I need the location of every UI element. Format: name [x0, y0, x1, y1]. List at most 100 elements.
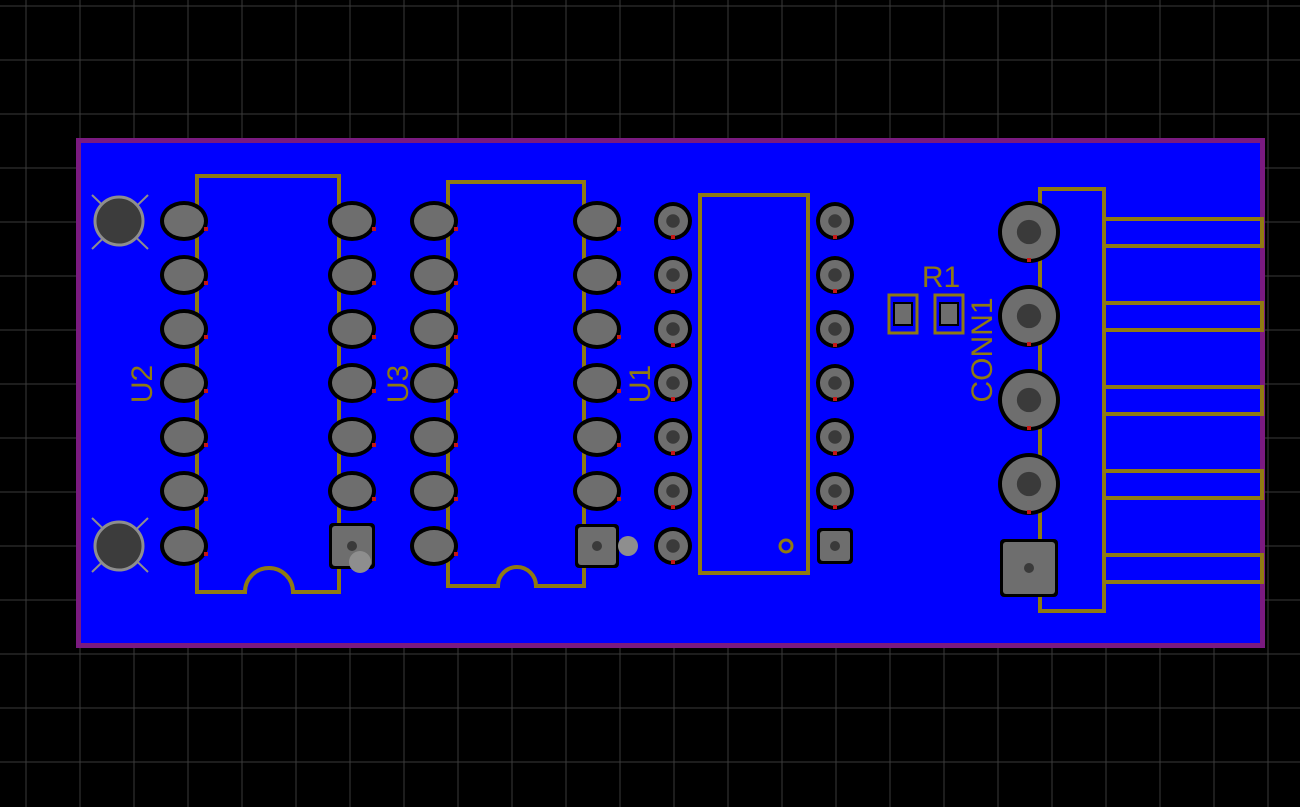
u3-pad-left-7[interactable]	[410, 526, 458, 566]
conn1-pads	[998, 201, 1060, 597]
drill-marker	[454, 497, 458, 501]
drill-marker	[617, 227, 621, 231]
u3-pad-right-1[interactable]	[573, 201, 621, 241]
drill-marker	[617, 443, 621, 447]
conn1-pad-2[interactable]	[998, 285, 1060, 347]
u3-pad-left-3[interactable]	[410, 309, 458, 349]
conn1-designator[interactable]: CONN1	[966, 297, 999, 402]
u3-pad-right-2[interactable]	[573, 255, 621, 295]
conn1-pad-1[interactable]	[998, 201, 1060, 263]
drill-marker	[372, 389, 376, 393]
u3-pad-right-4[interactable]	[573, 363, 621, 403]
drill-marker	[671, 289, 675, 293]
u1-pad-right-7[interactable]	[817, 528, 853, 564]
r1-pad-2[interactable]	[933, 293, 965, 335]
drill-marker	[1027, 510, 1031, 514]
u2-pad-right-2[interactable]	[328, 255, 376, 295]
drill-marker	[204, 552, 208, 556]
u1-pad-right-4[interactable]	[816, 364, 854, 402]
drill-marker	[372, 443, 376, 447]
u1-pad-right-6[interactable]	[816, 472, 854, 510]
u1-pad-right-3[interactable]	[816, 310, 854, 348]
u1-pad-left-5[interactable]	[654, 418, 692, 456]
u1-pads	[654, 202, 854, 565]
u2-pad-left-4[interactable]	[160, 363, 208, 403]
u2-pad-left-7[interactable]	[160, 526, 208, 566]
u3-pad-left-1[interactable]	[410, 201, 458, 241]
u2-pad-right-4[interactable]	[328, 363, 376, 403]
u2-pad-right-6[interactable]	[328, 471, 376, 511]
drill-marker	[833, 289, 837, 293]
drill-marker	[671, 451, 675, 455]
u2-pad-right-5[interactable]	[328, 417, 376, 457]
drill-marker	[1027, 258, 1031, 262]
drill-marker	[617, 335, 621, 339]
drill-marker	[204, 227, 208, 231]
r1-pad-1[interactable]	[887, 293, 919, 335]
drill-marker	[454, 443, 458, 447]
u1-pad-right-2[interactable]	[816, 256, 854, 294]
r1-pad-1-copper	[893, 302, 913, 326]
u1-pad-left-6[interactable]	[654, 472, 692, 510]
drill-marker	[833, 451, 837, 455]
u2-pad-left-3[interactable]	[160, 309, 208, 349]
drill-marker	[833, 397, 837, 401]
u3-pad-left-5[interactable]	[410, 417, 458, 457]
drill-marker	[833, 505, 837, 509]
conn1-pad-5[interactable]	[1000, 539, 1058, 597]
u1-pad-left-2[interactable]	[654, 256, 692, 294]
u2-pad-left-5[interactable]	[160, 417, 208, 457]
conn1-pad-3[interactable]	[998, 369, 1060, 431]
u1-pad-left-1[interactable]	[654, 202, 692, 240]
u3-pad-right-7[interactable]	[575, 524, 619, 568]
u3-pad-right-3[interactable]	[573, 309, 621, 349]
u1-pad-right-1[interactable]	[816, 202, 854, 240]
drill-marker	[617, 497, 621, 501]
u1-pad-right-5[interactable]	[816, 418, 854, 456]
u3-pad-left-2[interactable]	[410, 255, 458, 295]
u2-pad-left-6[interactable]	[160, 471, 208, 511]
u1-pad-left-3[interactable]	[654, 310, 692, 348]
u2-pin1-marker	[349, 551, 371, 573]
component-u1[interactable]: U1	[624, 193, 854, 575]
drill-marker	[671, 235, 675, 239]
conn1-lead-3	[1102, 385, 1264, 416]
u1-pad-left-4[interactable]	[654, 364, 692, 402]
u1-pad-left-7[interactable]	[654, 527, 692, 565]
u2-pad-left-2[interactable]	[160, 255, 208, 295]
drill-marker	[372, 497, 376, 501]
drill-marker	[833, 235, 837, 239]
component-u3[interactable]: U3	[382, 180, 638, 588]
conn1-lead-2	[1102, 301, 1264, 332]
u2-silkscreen-outline	[195, 174, 341, 594]
u3-pad-left-6[interactable]	[410, 471, 458, 511]
u3-pad-right-6[interactable]	[573, 471, 621, 511]
u2-designator[interactable]: U2	[126, 365, 159, 403]
u2-pad-right-1[interactable]	[328, 201, 376, 241]
component-u2[interactable]: U2	[126, 174, 376, 594]
drill-marker	[454, 281, 458, 285]
conn1-pad-4[interactable]	[998, 453, 1060, 515]
u2-pad-left-1[interactable]	[160, 201, 208, 241]
mounting-hole-bottom[interactable]	[91, 517, 149, 573]
drill-marker	[204, 443, 208, 447]
drill-marker	[204, 389, 208, 393]
u3-pad-right-5[interactable]	[573, 417, 621, 457]
mounting-hole-top[interactable]	[91, 194, 149, 250]
drill-marker	[454, 552, 458, 556]
u2-pads	[160, 201, 376, 569]
component-r1[interactable]: R1	[887, 261, 965, 335]
u3-pad-left-4[interactable]	[410, 363, 458, 403]
drill-marker	[671, 505, 675, 509]
u2-pad-right-3[interactable]	[328, 309, 376, 349]
drill-marker	[204, 497, 208, 501]
u3-designator[interactable]: U3	[382, 365, 415, 403]
u3-silkscreen-outline	[446, 180, 586, 588]
r1-designator[interactable]: R1	[922, 261, 960, 294]
r1-pad-2-copper	[939, 302, 959, 326]
component-conn1[interactable]: CONN1	[966, 187, 1264, 613]
u1-designator[interactable]: U1	[624, 365, 657, 403]
drill-marker	[671, 397, 675, 401]
drill-marker	[617, 281, 621, 285]
